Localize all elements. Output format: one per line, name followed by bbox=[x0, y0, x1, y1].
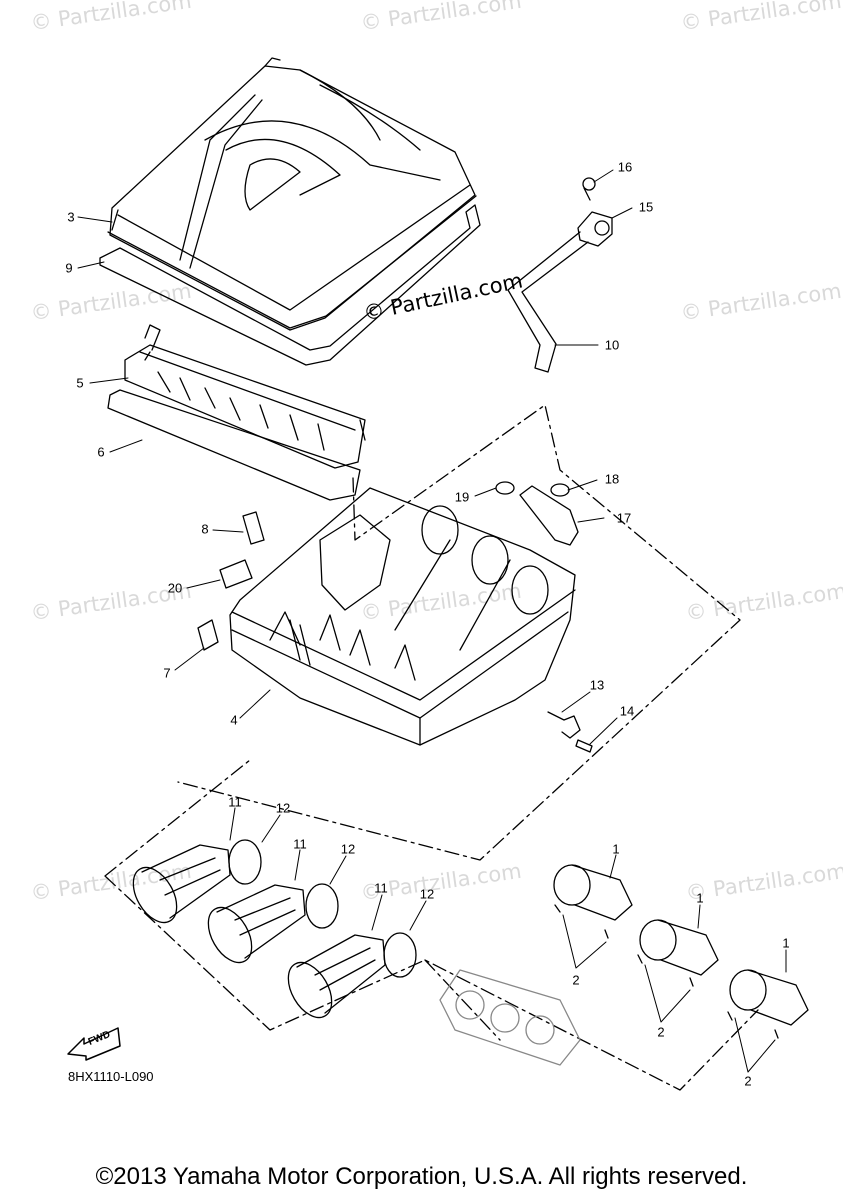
callout-number: 14 bbox=[619, 703, 635, 719]
callout-number: 12 bbox=[419, 886, 435, 902]
callout-number: 15 bbox=[638, 199, 654, 215]
screw-13 bbox=[547, 711, 581, 739]
air-cleaner-cover bbox=[107, 57, 477, 331]
screw-2 bbox=[554, 904, 779, 1039]
callout-number: 3 bbox=[67, 209, 75, 225]
joint-1 bbox=[729, 969, 809, 1026]
callout-number: 16 bbox=[617, 159, 633, 175]
callout-number: 11 bbox=[374, 880, 388, 896]
callout-number: 11 bbox=[228, 794, 242, 810]
clamp-12 bbox=[228, 839, 262, 885]
screw-14 bbox=[575, 739, 593, 753]
callout-number: 2 bbox=[572, 972, 580, 988]
pipe-17 bbox=[519, 485, 579, 546]
air-filter-element bbox=[124, 324, 366, 469]
clamp-12 bbox=[305, 883, 339, 929]
callout-number: 11 bbox=[293, 836, 307, 852]
funnel-11 bbox=[287, 934, 386, 1019]
leader-lines bbox=[77, 169, 787, 1073]
callout-number: 19 bbox=[454, 489, 470, 505]
joint-1 bbox=[639, 919, 719, 976]
bolt-16 bbox=[582, 177, 596, 201]
grommet-7 bbox=[197, 619, 219, 651]
callout-number: 20 bbox=[167, 580, 183, 596]
leader-frame-lower bbox=[104, 759, 759, 1091]
callout-number: 17 bbox=[616, 510, 632, 526]
callout-number: 10 bbox=[604, 337, 620, 353]
throttle-body bbox=[439, 969, 581, 1066]
gasket bbox=[99, 204, 481, 366]
callout-number: 1 bbox=[696, 890, 704, 906]
callout-number: 12 bbox=[340, 841, 356, 857]
funnel-11 bbox=[207, 884, 306, 964]
clamp-19 bbox=[495, 481, 515, 495]
callout-number: 7 bbox=[163, 665, 171, 681]
callout-number: 2 bbox=[744, 1073, 752, 1089]
joint-15 bbox=[577, 211, 613, 247]
air-cleaner-case bbox=[229, 487, 576, 746]
filter-sheet bbox=[107, 389, 361, 501]
label-20 bbox=[219, 559, 253, 589]
fwd-arrow-icon: FWD bbox=[66, 1024, 122, 1064]
callout-number: 18 bbox=[604, 471, 620, 487]
diagram-code: 8HX1110-L090 bbox=[68, 1069, 154, 1084]
callout-number: 12 bbox=[275, 800, 291, 816]
clamp-18 bbox=[550, 483, 570, 497]
funnel-11 bbox=[132, 844, 231, 924]
callout-number: 8 bbox=[201, 521, 209, 537]
copyright-footer: ©2013 Yamaha Motor Corporation, U.S.A. A… bbox=[95, 1163, 748, 1190]
callout-number: 1 bbox=[782, 935, 790, 951]
callout-number: 1 bbox=[612, 841, 620, 857]
callout-number: 6 bbox=[97, 444, 105, 460]
clamp-12 bbox=[383, 932, 417, 978]
callout-number: 2 bbox=[657, 1024, 665, 1040]
callout-number: 4 bbox=[230, 712, 238, 728]
joint-1 bbox=[553, 864, 633, 921]
breather-hose bbox=[507, 231, 589, 373]
callout-number: 9 bbox=[65, 260, 73, 276]
pad-8 bbox=[242, 511, 265, 545]
callout-number: 5 bbox=[76, 375, 84, 391]
callout-number: 13 bbox=[589, 677, 605, 693]
leader-frame-upper bbox=[177, 404, 741, 861]
